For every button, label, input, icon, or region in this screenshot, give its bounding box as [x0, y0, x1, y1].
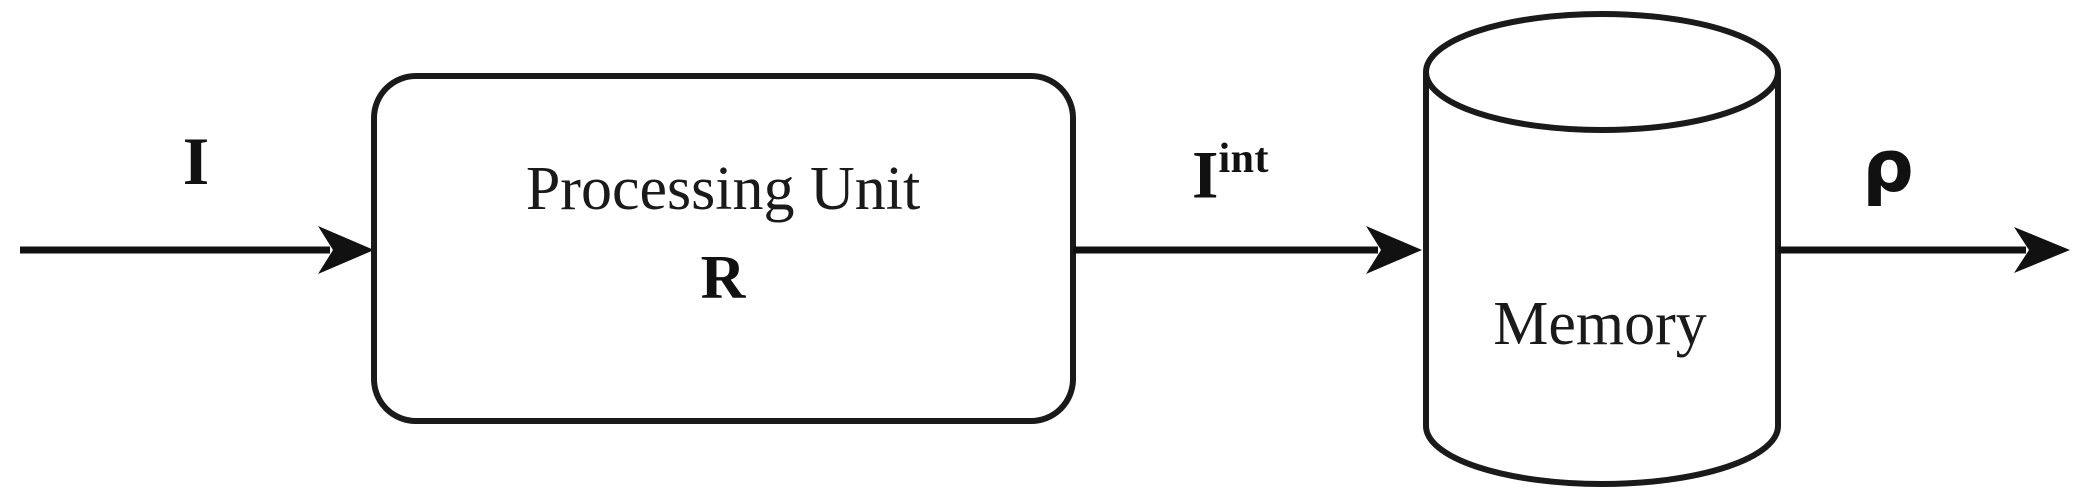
- internal-arrow: [1073, 226, 1422, 274]
- processing-unit-operator: R: [700, 244, 746, 312]
- memory-node[interactable]: [1423, 11, 1781, 487]
- input-edge-label: I: [183, 127, 209, 195]
- output-edge-label: ρ: [1862, 130, 1914, 202]
- processing-unit-title: Processing Unit: [525, 155, 921, 223]
- internal-edge-superscript: int: [1218, 136, 1269, 182]
- output-edge-symbol: ρ: [1862, 124, 1914, 208]
- output-arrow: [1778, 227, 2070, 273]
- input-arrow: [20, 226, 374, 274]
- internal-edge-symbol: I: [1192, 136, 1219, 213]
- memory-title: Memory: [1493, 290, 1707, 358]
- input-edge-symbol: I: [182, 123, 210, 199]
- internal-edge-label: Iint: [1192, 138, 1269, 209]
